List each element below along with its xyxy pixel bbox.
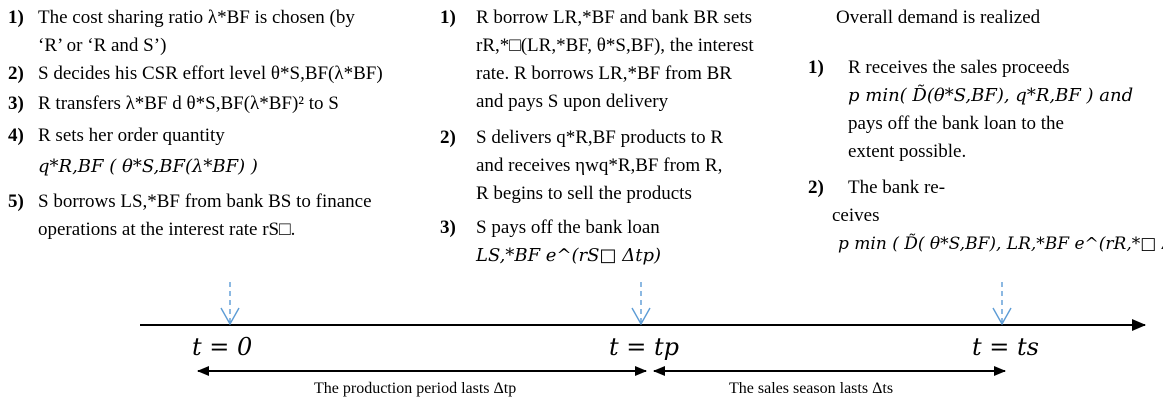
step-text-line: operations at the interest rate rS□. [38, 219, 296, 240]
time-label-ts: t = ts [972, 333, 1039, 361]
step-1-3: 3) R transfers λ*BF d θ*S,BF(λ*BF)² to S [8, 90, 440, 122]
time-label-tp: t = tp [609, 333, 680, 361]
step-text-line: S delivers q*R,BF products to R [476, 127, 724, 148]
step-text-line: rR,*□(LR,*BF, θ*S,BF), the interest [476, 35, 754, 56]
step-text-line: ‘R’ or ‘R and S’) [38, 35, 167, 56]
step-number: 3) [8, 93, 24, 114]
step-2-2: 2) S delivers q*R,BF products to R and r… [440, 124, 790, 214]
step-text-line: LS,*BF e^(rS□ Δtp) [476, 245, 662, 266]
step-number: 2) [808, 177, 824, 198]
production-period-label: The production period lasts Δtp [314, 380, 517, 397]
event-arrow-tp [631, 282, 651, 326]
step-2-3: 3) S pays off the bank loan LS,*BF e^(rS… [440, 214, 790, 274]
column-1: 1) The cost sharing ratio λ*BF is chosen… [8, 4, 440, 248]
time-label-t0: t = 0 [192, 333, 253, 361]
step-number: 1) [440, 7, 456, 28]
column-3: Overall demand is realized 1) R receives… [808, 4, 1163, 270]
step-number: 2) [440, 127, 456, 148]
step-text-line: S borrows LS,*BF from bank BS to finance [38, 191, 372, 212]
step-text-line: p min ( D̃( θ*S,BF), LR,*BF e^(rR,*□ Δts… [838, 234, 1163, 254]
step-1-4: 4) R sets her order quantity q*R,BF ( θ*… [8, 122, 440, 188]
step-2-1: 1) R borrow LR,*BF and bank BR sets rR,*… [440, 4, 790, 124]
step-text-line: R borrow LR,*BF and bank BR sets [476, 7, 753, 28]
step-text-line: R sets her order quantity [38, 125, 225, 146]
stage-heading: Overall demand is realized [836, 7, 1041, 28]
step-1-1: 1) The cost sharing ratio λ*BF is chosen… [8, 4, 440, 60]
step-text-line: R begins to sell the products [476, 183, 692, 204]
step-text-line: The bank re- [848, 177, 946, 198]
step-1-2: 2) S decides his CSR effort level θ*S,BF… [8, 60, 440, 90]
step-text-line: S pays off the bank loan [476, 217, 660, 238]
step-number: 2) [8, 63, 24, 84]
event-arrow-t0 [220, 282, 240, 326]
step-3-1: 1) R receives the sales proceeds p min( … [808, 54, 1160, 174]
step-text-line: ceives [832, 205, 880, 226]
step-text-line: R receives the sales proceeds [848, 57, 1070, 78]
step-number: 4) [8, 125, 24, 146]
step-text-line: and pays S upon delivery [476, 91, 669, 112]
step-text-line: q*R,BF ( θ*S,BF(λ*BF) ) [38, 156, 258, 177]
event-arrow-ts [992, 282, 1012, 326]
step-text-line: The cost sharing ratio λ*BF is chosen (b… [38, 7, 355, 28]
column-2: 1) R borrow LR,*BF and bank BR sets rR,*… [440, 4, 790, 274]
step-text-line: R transfers λ*BF d θ*S,BF(λ*BF)² to S [38, 93, 339, 114]
step-text-line: and receives ηwq*R,BF from R, [476, 155, 723, 176]
step-number: 3) [440, 217, 456, 238]
step-number: 1) [8, 7, 24, 28]
step-number: 1) [808, 57, 824, 78]
step-1-5: 5) S borrows LS,*BF from bank BS to fina… [8, 188, 440, 248]
step-3-2: 2) The bank re- ceives p min ( D̃( θ*S,B… [808, 174, 1163, 270]
step-text-line: extent possible. [848, 141, 967, 162]
step-text-line: S decides his CSR effort level θ*S,BF(λ*… [38, 63, 383, 84]
step-number: 5) [8, 191, 24, 212]
step-text-line: p min( D̃(θ*S,BF), q*R,BF ) and [848, 85, 1134, 106]
sales-season-label: The sales season lasts Δts [729, 380, 894, 397]
step-text-line: rate. R borrows LR,*BF from BR [476, 63, 732, 84]
step-text-line: pays off the bank loan to the [848, 113, 1064, 134]
